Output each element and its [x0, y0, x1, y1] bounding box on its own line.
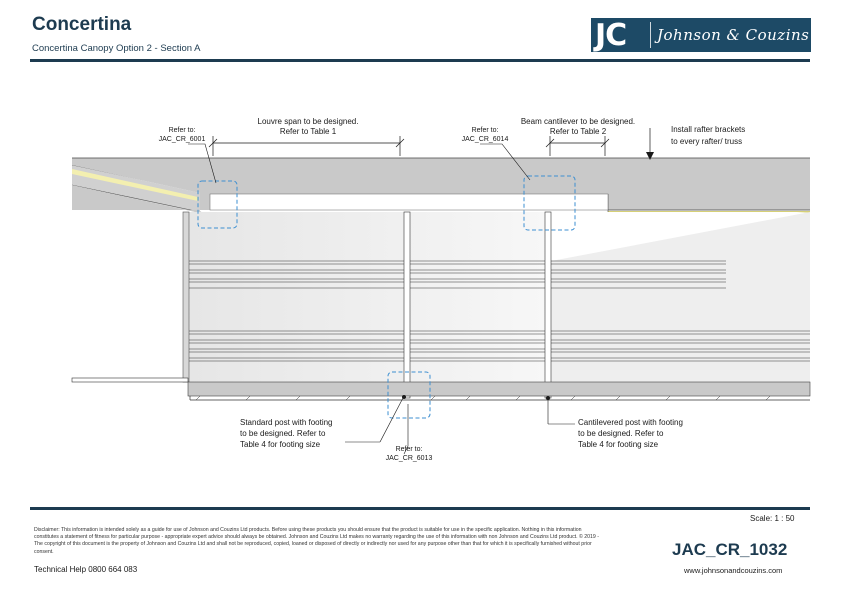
refer-code-bottom: JAC_CR_6013 [386, 455, 433, 462]
drawing-number: JAC_CR_1032 [672, 540, 788, 559]
cantilever-post-note-line-1: Cantilevered post with footing [578, 418, 683, 427]
standard-post-note-line-3: Table 4 for footing size [240, 440, 321, 449]
standard-post-note-line-1: Standard post with footing [240, 418, 333, 427]
louvre-lines [189, 260, 810, 362]
cantilever-post-note-line-2: to be designed. Refer to [578, 429, 664, 438]
beam-note-line-2: Refer to Table 2 [550, 127, 607, 136]
website-link[interactable]: www.johnsonandcouzins.com [684, 566, 783, 575]
cantilever-post [544, 211, 552, 399]
ground-slab-left [71, 377, 189, 383]
louvre-note-line-1: Louvre span to be designed. [258, 117, 359, 126]
left-wall [182, 211, 190, 383]
cantilever-post-note-line-3: Table 4 for footing size [578, 440, 659, 449]
page-subtitle: Concertina Canopy Option 2 - Section A [32, 43, 201, 54]
rafter-note-line-1: Install rafter brackets [671, 125, 745, 134]
standard-post [403, 211, 411, 399]
beam-note-line-1: Beam cantilever to be designed. [521, 117, 635, 126]
disclaimer-text: Disclaimer: This information is intended… [34, 527, 599, 555]
wall-shading [188, 212, 546, 382]
louvre-note-line-2: Refer to Table 1 [280, 127, 337, 136]
technical-help-phone: Technical Help 0800 664 083 [34, 565, 138, 574]
refer-label-left: Refer to: [169, 127, 196, 134]
refer-label-bottom: Refer to: [396, 446, 423, 453]
ground-hatching [195, 395, 771, 401]
detail-callout-6014 [523, 175, 576, 231]
logo-mark: JC [595, 17, 627, 53]
logo-name: Johnson & Couzins [657, 26, 810, 44]
page-title: Concertina [32, 14, 132, 35]
rafter-arrow [646, 152, 654, 160]
refer-label-mid: Refer to: [472, 127, 499, 134]
roof-insulation [72, 169, 198, 201]
detail-callout-6013 [387, 371, 431, 419]
header-rule [30, 59, 810, 62]
front-beam [209, 193, 609, 211]
canopy-roof-band [72, 158, 810, 213]
company-logo: JC Johnson & Couzins [591, 17, 811, 53]
footer-rule [30, 507, 810, 510]
ground-slab [187, 381, 811, 397]
detail-callout-6001 [197, 180, 238, 229]
drawing-scale: Scale: 1 : 50 [750, 514, 795, 523]
refer-code-left: JAC_CR_6001 [159, 136, 206, 143]
logo-divider [650, 22, 651, 48]
refer-code-mid: JAC_CR_6014 [462, 136, 509, 143]
standard-post-note-line-2: to be designed. Refer to [240, 429, 326, 438]
rafter-note-line-2: to every rafter/ truss [671, 137, 742, 146]
